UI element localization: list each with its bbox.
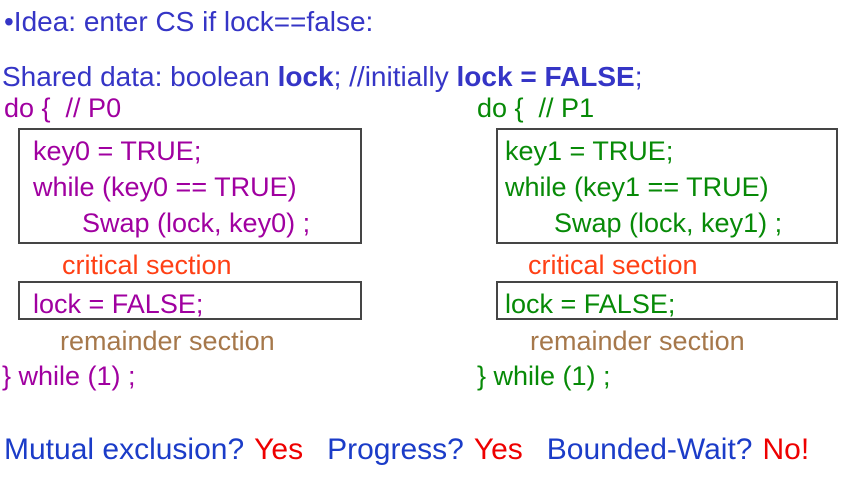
slide-title: •Idea: enter CS if lock==false: <box>4 6 374 37</box>
p1-remainder-section-label: remainder section <box>530 326 745 356</box>
p1-code-line: Swap (lock, key1) ; <box>554 208 783 238</box>
bounded-wait-question: Bounded-Wait? <box>546 433 753 466</box>
p0-code-line: while (key0 == TRUE) <box>33 172 297 202</box>
mutual-exclusion-answer: Yes <box>254 433 304 466</box>
p0-remainder-section-label: remainder section <box>60 326 275 356</box>
p1-exit-code-box: lock = FALSE; <box>496 281 838 320</box>
p1-code-line: key1 = TRUE; <box>505 136 674 166</box>
shared-data-text: Shared data: boolean <box>2 61 278 92</box>
bounded-wait-answer: No! <box>762 433 810 466</box>
p0-unlock-line: lock = FALSE; <box>33 289 204 319</box>
p0-entry-code-box: key0 = TRUE; while (key0 == TRUE) Swap (… <box>18 128 362 244</box>
lock-initial-value: lock = FALSE <box>456 61 635 92</box>
mutual-exclusion-question: Mutual exclusion? <box>4 433 245 466</box>
progress-answer: Yes <box>473 433 523 466</box>
p1-do-line: do { // P1 <box>477 93 595 123</box>
progress-question: Progress? <box>327 433 464 466</box>
lock-variable: lock <box>277 61 334 92</box>
p0-while-line: } while (1) ; <box>2 361 136 391</box>
shared-data-semicolon: ; <box>634 61 643 92</box>
p0-critical-section-label: critical section <box>62 250 232 280</box>
p1-unlock-line: lock = FALSE; <box>505 289 676 319</box>
p0-code-line: key0 = TRUE; <box>33 136 202 166</box>
p0-code-line: Swap (lock, key0) ; <box>82 208 311 238</box>
p1-code-line: while (key1 == TRUE) <box>505 172 769 202</box>
p1-entry-code-box: key1 = TRUE; while (key1 == TRUE) Swap (… <box>496 128 838 244</box>
properties-summary-line: Mutual exclusion? Yes Progress? Yes Bounded-… <box>4 433 809 467</box>
p1-critical-section-label: critical section <box>528 250 698 280</box>
shared-data-comment: ; //initially <box>333 61 457 92</box>
shared-data-line: Shared data: boolean lock; //initially l… <box>2 61 642 93</box>
p1-while-line: } while (1) ; <box>477 361 611 391</box>
p0-do-line: do { // P0 <box>4 93 122 123</box>
p0-exit-code-box: lock = FALSE; <box>18 281 362 320</box>
